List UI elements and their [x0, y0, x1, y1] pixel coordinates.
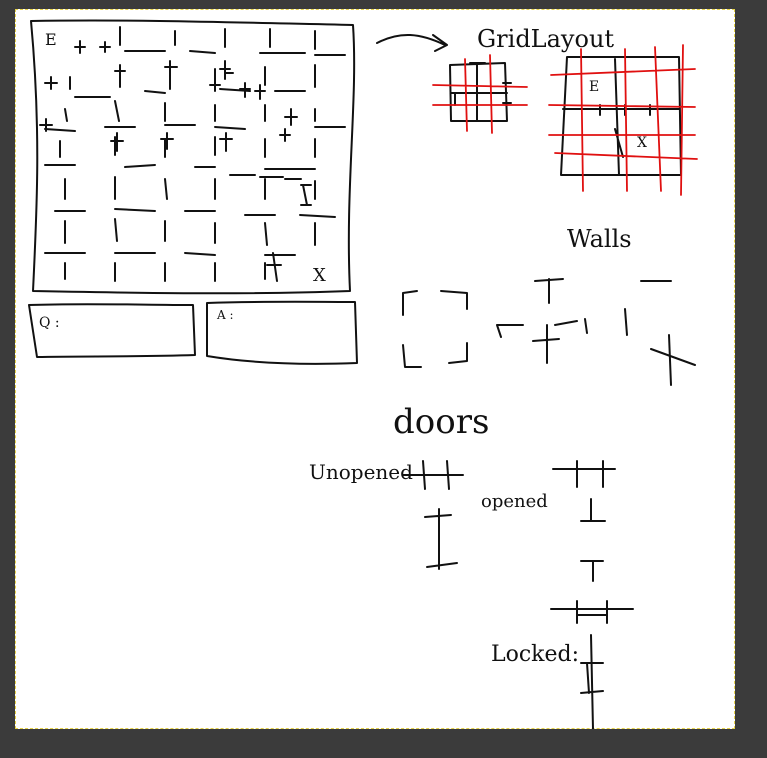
sketch-canvas: E X Q : A : GridLayout E X Walls doors U… — [28, 19, 698, 729]
opened-door-horizontal — [552, 460, 616, 488]
wall-straight — [640, 280, 696, 386]
panel-right: A : — [206, 300, 358, 365]
wall-pieces — [402, 278, 696, 386]
panel-right-label: A : — [216, 308, 234, 322]
unopened-door-vertical — [424, 508, 458, 570]
unopened-door-horizontal — [402, 460, 464, 490]
unopened-label: Unopened — [309, 460, 413, 484]
opened-door-vertical — [580, 498, 606, 582]
map-outline — [30, 19, 356, 295]
panel-left: Q : — [28, 303, 196, 358]
panel-left-label: Q : — [39, 315, 60, 331]
map-walls-horizontal — [44, 50, 346, 256]
grid-example-large: E X — [548, 44, 698, 196]
map-doors — [39, 40, 312, 282]
grid-start-marker: E — [589, 79, 599, 95]
arrow-icon — [376, 33, 448, 52]
dungeon-map: E X — [30, 19, 356, 295]
walls-title: Walls — [567, 225, 632, 253]
grid-layout-title: GridLayout — [477, 25, 614, 53]
opened-label: opened — [481, 491, 548, 512]
exit-marker: X — [313, 265, 326, 286]
doors-title: doors — [393, 402, 489, 442]
locked-label: Locked: — [491, 642, 579, 667]
start-marker: E — [45, 30, 57, 49]
wall-t-junctions — [496, 278, 628, 364]
grid-example-small — [432, 54, 528, 134]
locked-door-vertical — [580, 634, 604, 729]
grid-exit-marker: X — [637, 135, 647, 151]
map-walls-vertical — [59, 26, 316, 282]
locked-door-horizontal — [550, 600, 634, 624]
wall-corners — [402, 290, 468, 368]
